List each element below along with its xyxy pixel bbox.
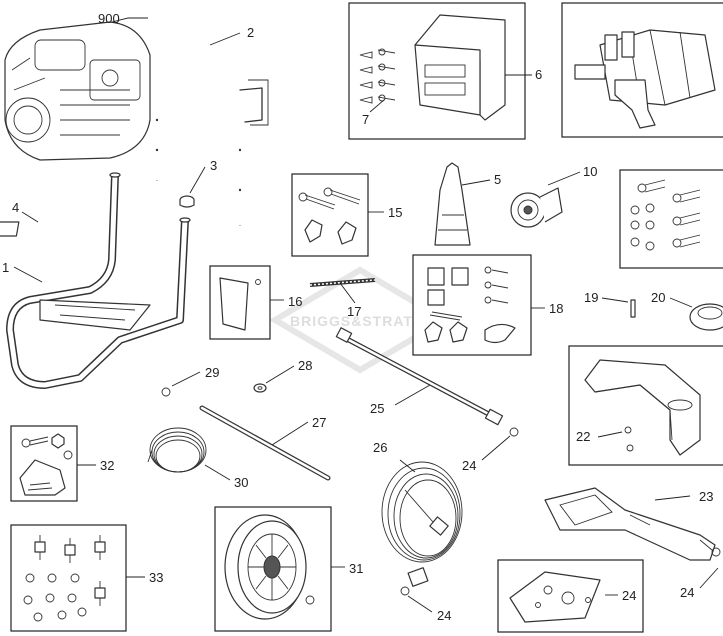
plug-3[interactable] (179, 195, 195, 208)
callout-33: 33 (149, 570, 163, 585)
watermark-text: BRIGGS&STRATTON (290, 313, 445, 329)
engine-900[interactable] (4, 21, 151, 161)
tube-27[interactable] (199, 405, 331, 481)
cap-20[interactable] (689, 303, 723, 331)
callout-24a: 24 (462, 458, 476, 473)
pump[interactable] (574, 29, 716, 129)
callout-7: 7 (362, 112, 369, 127)
handle-2[interactable] (155, 38, 269, 226)
callout-31: 31 (349, 561, 363, 576)
callout-16: 16 (288, 294, 302, 309)
washer-28[interactable] (253, 383, 267, 393)
hardware-32[interactable] (19, 433, 73, 496)
kit-box-33 (10, 524, 127, 632)
fitting-10[interactable] (510, 187, 563, 228)
callout-20: 20 (651, 290, 665, 305)
callout-15: 15 (388, 205, 402, 220)
hose-26[interactable] (381, 461, 463, 596)
plate-24[interactable] (509, 571, 601, 623)
callout-30: 30 (234, 475, 248, 490)
callout-18: 18 (549, 301, 563, 316)
callout-900: 900 (98, 11, 120, 26)
screws-7[interactable] (359, 48, 396, 104)
oring-29[interactable] (161, 387, 171, 397)
callout-3: 3 (210, 158, 217, 173)
callout-4: 4 (12, 200, 19, 215)
kit-box-15 (291, 173, 369, 257)
callout-26: 26 (373, 440, 387, 455)
plate-16[interactable] (219, 277, 261, 331)
hardware-18[interactable] (424, 266, 516, 344)
callout-24d: 24 (622, 588, 636, 603)
callout-1: 1 (2, 260, 9, 275)
bolt-17[interactable] (309, 278, 376, 287)
callout-5: 5 (494, 172, 501, 187)
pin-19[interactable] (630, 299, 636, 318)
callout-17: 17 (347, 304, 361, 319)
callout-23: 23 (699, 489, 713, 504)
callout-6: 6 (535, 67, 542, 82)
wand-25[interactable] (335, 327, 519, 437)
spray-gun-23[interactable] (544, 487, 721, 561)
callout-10: 10 (583, 164, 597, 179)
callout-2: 2 (247, 25, 254, 40)
hardware-15[interactable] (298, 187, 361, 245)
callout-24c: 24 (680, 585, 694, 600)
nozzle-5[interactable] (434, 162, 471, 246)
callout-32: 32 (100, 458, 114, 473)
callout-25: 25 (370, 401, 384, 416)
coil-30[interactable] (147, 427, 207, 473)
callout-19: 19 (584, 290, 598, 305)
callout-29: 29 (205, 365, 219, 380)
label-4[interactable] (0, 221, 20, 237)
bolt-box (619, 169, 723, 269)
hardware-33[interactable] (23, 535, 106, 622)
housing-22[interactable] (584, 359, 701, 456)
shroud-6[interactable] (414, 14, 506, 121)
callout-28: 28 (298, 358, 312, 373)
callout-22: 22 (576, 429, 590, 444)
callout-27: 27 (312, 415, 326, 430)
bolt-set[interactable] (630, 179, 701, 251)
callout-24b: 24 (437, 608, 451, 623)
frame-1[interactable] (6, 172, 191, 389)
wheel-31[interactable] (224, 514, 315, 620)
